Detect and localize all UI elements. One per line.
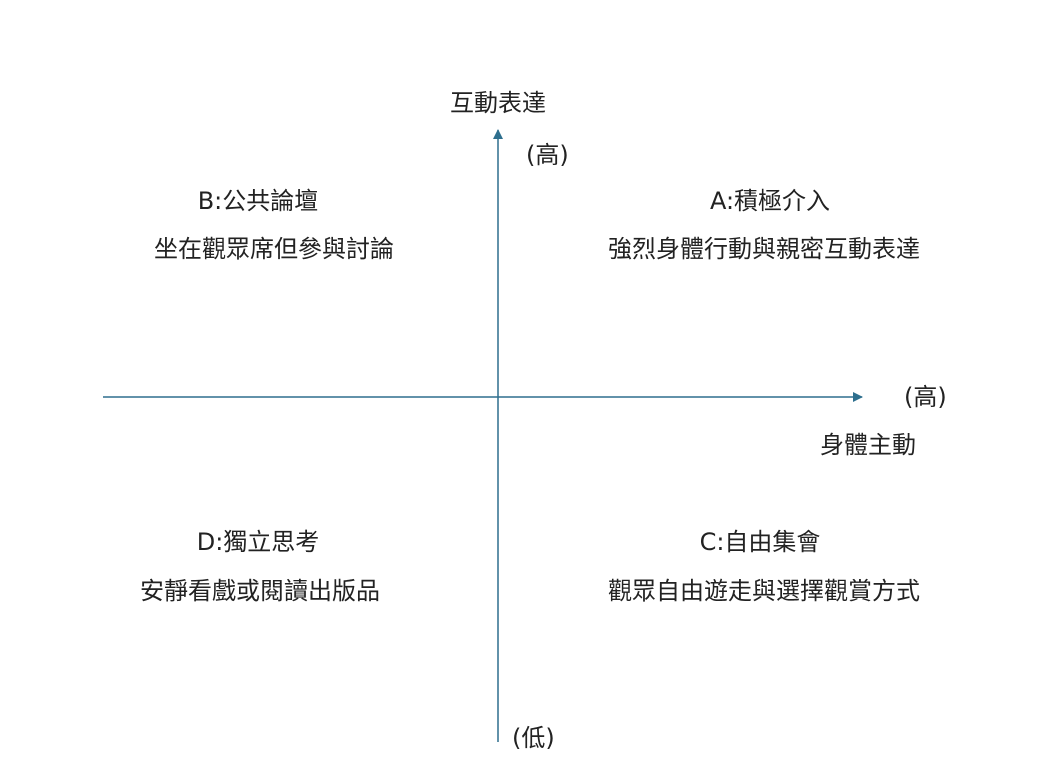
quadrant-d-title: D:獨立思考 [196,528,320,556]
x-axis-title: 身體主動 [820,431,916,459]
quadrant-a-title: A:積極介入 [709,187,831,215]
quadrant-a-description: 強烈身體行動與親密互動表達 [608,235,920,263]
y-axis-high-label: (高) [526,141,569,169]
x-axis-high-label: (高) [904,383,947,411]
quadrant-b-title: B:公共論壇 [197,187,319,215]
quadrant-d-description: 安靜看戲或閱讀出版品 [140,577,380,605]
quadrant-c-title: C:自由集會 [699,528,821,556]
quadrant-c-description: 觀眾自由遊走與選擇觀賞方式 [608,577,920,605]
quadrant-b-description: 坐在觀眾席但參與討論 [154,235,394,263]
y-axis-title: 互動表達 [450,89,546,117]
y-axis-low-label: (低) [512,724,555,752]
